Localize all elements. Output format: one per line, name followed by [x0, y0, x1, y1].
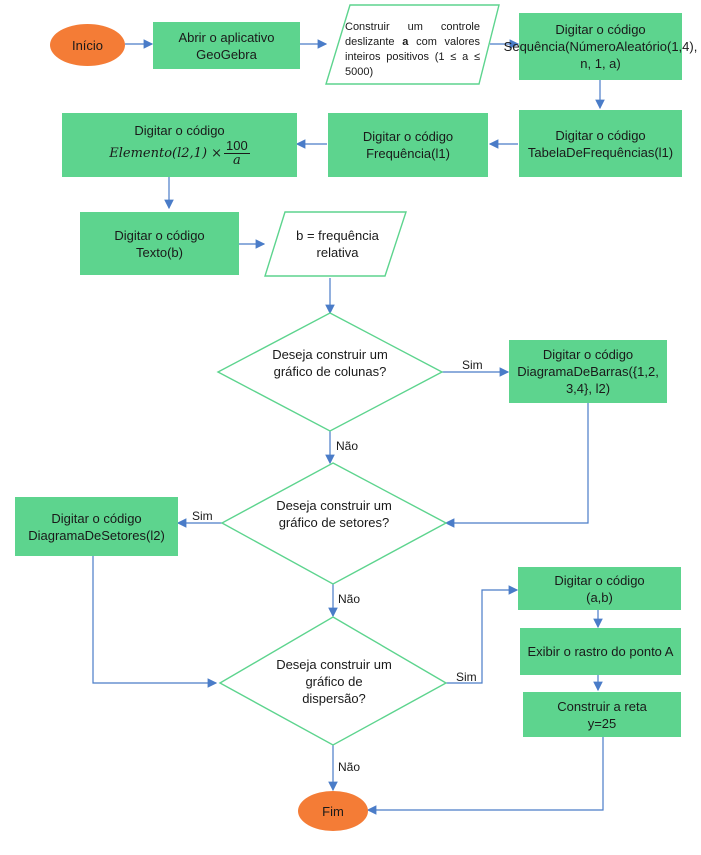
- step-open-label: Abrir o aplicativo GeoGebra: [178, 29, 275, 62]
- io-b: b = frequência relativa: [296, 228, 379, 260]
- start-terminal: Início: [50, 24, 125, 66]
- io-b-shape: [264, 211, 407, 277]
- step-bars: Digitar o código DiagramaDeBarras({1,2, …: [509, 340, 667, 403]
- io-slider: Construir um controle deslizante a com v…: [345, 21, 481, 78]
- decision-sectors: Deseja construir um gráfico de setores?: [276, 498, 392, 530]
- end-terminal: Fim: [298, 791, 368, 831]
- io-slider-shape: [325, 4, 500, 85]
- no-label-sectors: Não: [338, 592, 361, 606]
- step-open-geogebra: Abrir o aplicativo GeoGebra: [153, 22, 300, 69]
- end-label: Fim: [322, 803, 344, 819]
- yes-label-scatter: Sim: [456, 670, 477, 684]
- decision-sectors-shape: [220, 462, 448, 585]
- step-line: Construir a reta y=25: [523, 692, 681, 737]
- decision-scatter-shape: [218, 616, 448, 746]
- yes-label-columns: Sim: [462, 358, 483, 372]
- decision-columns: Deseja construir um gráfico de colunas?: [272, 347, 388, 379]
- step-sequence: Digitar o código Sequência(NúmeroAleatór…: [504, 13, 697, 80]
- step-table: Digitar o código TabelaDeFrequências(l1): [519, 110, 682, 177]
- step-trace: Exibir o rastro do ponto A: [520, 628, 681, 675]
- step-sectors: Digitar o código DiagramaDeSetores(l2): [15, 497, 178, 556]
- fraction: 100 a: [224, 138, 250, 168]
- no-label-columns: Não: [336, 439, 359, 453]
- yes-label-sectors: Sim: [192, 509, 213, 523]
- step-point: Digitar o código (a,b): [518, 567, 681, 610]
- start-label: Início: [71, 37, 104, 53]
- step-element: Digitar o código Elemento(l2,1) × 100 a: [62, 113, 297, 177]
- decision-scatter: Deseja construir um gráfico de dispersão…: [276, 657, 392, 706]
- step-frequency: Digitar o código Frequência(l1): [328, 113, 488, 177]
- decision-columns-shape: [216, 312, 444, 432]
- no-label-scatter: Não: [338, 760, 361, 774]
- step-text: Digitar o código Texto(b): [80, 212, 239, 275]
